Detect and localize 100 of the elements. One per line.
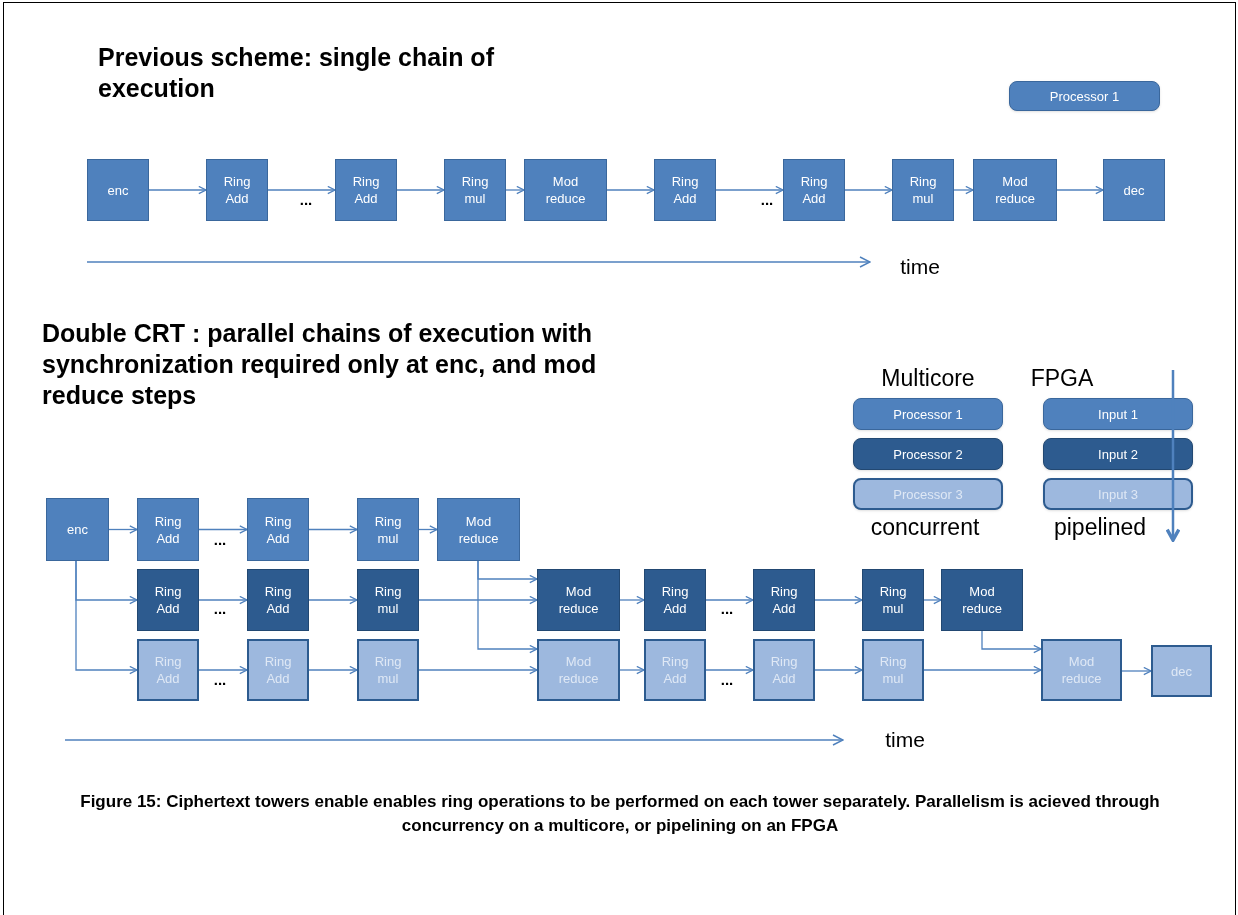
arrow (981, 630, 1042, 654)
processor-pill (1043, 438, 1193, 470)
box-label: Ring Add (770, 583, 798, 617)
box-label: Ring Add (352, 173, 380, 207)
box-label: dec (1171, 662, 1192, 680)
process-box (247, 498, 309, 561)
arrow (1056, 185, 1104, 195)
box-label: Ring mul (879, 653, 907, 687)
arrow (75, 560, 138, 675)
box-label: Mod reduce (458, 512, 499, 547)
box-label: Processor 1 (1049, 89, 1120, 103)
process-box (644, 639, 706, 701)
arrow (418, 665, 538, 675)
process-box (862, 569, 924, 631)
box-label: Mod reduce (995, 173, 1035, 207)
arrow (477, 560, 538, 654)
arrow (844, 185, 893, 195)
processor-pill (1043, 398, 1193, 430)
process-box (537, 569, 620, 631)
text-label: ... (720, 598, 734, 619)
process-box (892, 159, 954, 221)
process-box (357, 639, 419, 701)
box-label: Ring Add (661, 583, 689, 617)
box-label: Ring Add (800, 173, 828, 207)
process-box (335, 159, 397, 221)
arrow (505, 185, 525, 195)
box-label: Ring mul (909, 173, 937, 207)
arrow (715, 185, 784, 195)
process-box (1041, 639, 1122, 701)
text-label: ... (213, 529, 227, 550)
process-box (357, 498, 419, 561)
arrow (267, 185, 336, 195)
text-label: ... (720, 669, 734, 690)
box-label: Ring Add (661, 653, 689, 687)
text-label: ... (760, 189, 774, 210)
box-label: Processor 3 (893, 487, 963, 501)
box-label: Ring Add (264, 583, 292, 617)
arrow (923, 665, 1042, 675)
process-box (46, 498, 109, 561)
text-label: pipelined (1053, 512, 1147, 542)
heading: Double CRT : parallel chains of execution with synchronization required only at enc, and mod reduce steps (42, 318, 598, 411)
arrow (1121, 666, 1152, 676)
process-box (357, 569, 419, 631)
process-box (537, 639, 620, 701)
box-label: Input 3 (1098, 487, 1138, 501)
box-label: dec (1123, 181, 1145, 199)
process-box (247, 639, 309, 701)
box-label: Ring Add (154, 583, 182, 617)
process-box (137, 639, 199, 701)
figure-caption: Figure 15: Ciphertext towers enable enables ring operations to be performed on each tower separately. Parallelism is acieved through concurrency on a multicore, or pipelining on an FPGA (79, 791, 1161, 837)
text-label: FPGA (1030, 363, 1094, 393)
box-label: Ring Add (264, 512, 292, 547)
box-label: Mod reduce (558, 653, 599, 687)
processor-pill (853, 398, 1003, 430)
heading: Previous scheme: single chain of execution (98, 42, 495, 104)
process-box (87, 159, 149, 221)
process-box (206, 159, 268, 221)
text-label: time (900, 254, 940, 281)
text-label: ... (213, 669, 227, 690)
box-label: Ring mul (374, 512, 402, 547)
arrow (418, 595, 538, 605)
box-label: Ring mul (461, 173, 489, 207)
box-label: Ring Add (770, 653, 798, 687)
process-box (941, 569, 1023, 631)
process-box (753, 639, 815, 701)
processor-pill (853, 478, 1003, 510)
box-label: Ring Add (671, 173, 699, 207)
process-box (783, 159, 845, 221)
box-label: Ring Add (223, 173, 251, 207)
arrow (308, 665, 358, 675)
box-label: Mod reduce (962, 583, 1002, 617)
process-box (862, 639, 924, 701)
arrow (953, 185, 974, 195)
box-label: Input 2 (1098, 447, 1138, 461)
process-box (1151, 645, 1212, 697)
process-box (973, 159, 1057, 221)
box-label: Ring mul (879, 583, 907, 617)
arrow (705, 665, 754, 675)
arrow (619, 595, 645, 605)
processor-pill (1043, 478, 1193, 510)
process-box (137, 498, 199, 561)
text-label: time (885, 727, 925, 754)
text-label: Multicore (881, 363, 975, 393)
box-label: Mod reduce (1061, 653, 1102, 687)
arrow (418, 525, 438, 534)
arrow (198, 525, 248, 534)
arrow (814, 665, 863, 675)
arrow (148, 185, 207, 195)
box-label: Ring Add (154, 653, 182, 687)
box-label: Ring mul (374, 653, 402, 687)
process-box (524, 159, 607, 221)
arrow (308, 595, 358, 605)
arrow (619, 665, 645, 675)
box-label: Input 1 (1098, 407, 1138, 421)
process-box (654, 159, 716, 221)
process-box (444, 159, 506, 221)
box-label: Ring Add (264, 653, 292, 687)
processor-pill (853, 438, 1003, 470)
box-label: enc (107, 181, 129, 199)
process-box (644, 569, 706, 631)
